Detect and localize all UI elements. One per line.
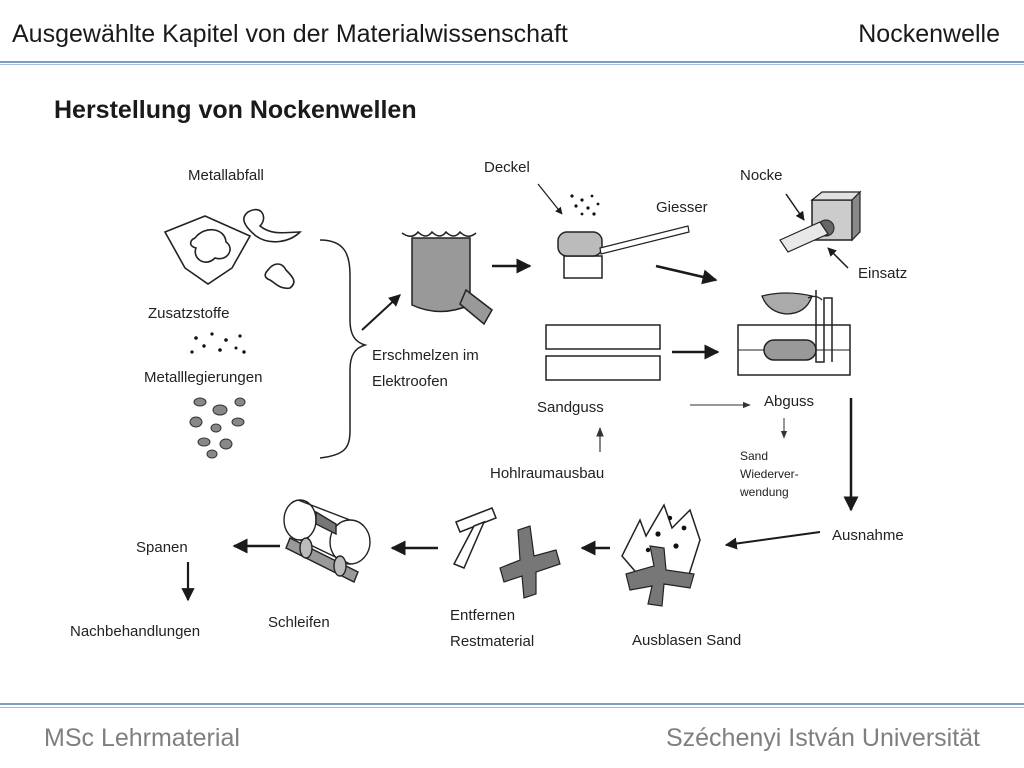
ladle-icon [557,225,690,279]
arrow-deckel [537,183,563,215]
label-schleifen: Schleifen [268,614,330,631]
label-nachbehandlungen: Nachbehandlungen [70,623,200,640]
cover-particles-icon [570,194,600,216]
label-sand-2: Wiederver- [740,467,799,481]
header-rule [0,61,1024,63]
sand-blasting-icon [621,503,701,607]
label-deckel: Deckel [484,159,530,176]
label-ausblasen: Ausblasen Sand [632,632,741,649]
electric-furnace-icon [401,230,493,326]
label-metallabfall: Metallabfall [188,167,264,184]
label-hohlraumausbau: Hohlraumausbau [490,465,604,482]
label-zusatzstoffe: Zusatzstoffe [148,305,229,322]
label-einsatz: Einsatz [858,265,907,282]
arrow-to-blasting [724,531,821,550]
slide-title: Herstellung von Nockenwellen [54,96,417,124]
grinding-icon [283,499,371,583]
footer-rule [0,703,1024,705]
label-entfernen-2: Restmaterial [450,633,534,650]
label-entfernen-1: Entfernen [450,607,515,624]
label-sand-3: wendung [739,485,789,499]
label-ausnahme: Ausnahme [832,527,904,544]
course-title: Ausgewählte Kapitel von der Materialwiss… [12,20,568,48]
additives-dots-icon [190,332,246,354]
casting-mold-icon [737,290,851,376]
label-giesser: Giesser [656,199,708,216]
cam-insert-icon [779,190,862,253]
label-sandguss: Sandguss [537,399,604,416]
arrow-einsatz [827,247,849,269]
label-spanen: Spanen [136,539,188,556]
footer-rule-thin [0,707,1024,708]
topic-title: Nockenwelle [858,20,1000,48]
footer-left: MSc Lehrmaterial [44,724,240,752]
label-abguss: Abguss [764,393,814,410]
footer-right: Széchenyi István Universität [665,724,980,752]
metal-scrap-icon [163,208,302,290]
label-erschmelzen-2: Elektroofen [372,373,448,390]
label-sand-1: Sand [740,449,768,463]
sand-mold-halves-icon [545,324,661,381]
header-rule-thin [0,64,1024,65]
arrow-nocke [785,193,805,221]
label-nocke: Nocke [740,167,783,184]
arrow-to-mold [655,264,718,285]
materials-brace [319,239,368,459]
label-metalllegierungen: Metalllegierungen [144,369,262,386]
arrow-to-furnace [361,294,401,331]
label-erschmelzen-1: Erschmelzen im [372,347,479,364]
alloy-pellets-icon [189,397,246,459]
residual-removal-icon [452,507,561,599]
